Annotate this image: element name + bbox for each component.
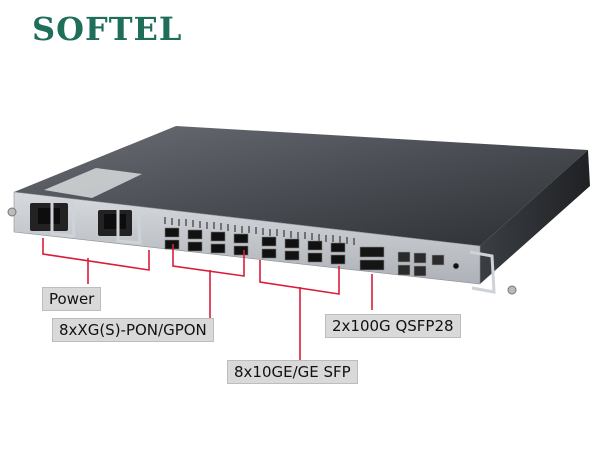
rack-handle-right — [469, 250, 496, 294]
sfp-ports — [164, 227, 346, 265]
pon-label: 8xXG(S)-PON/GPON — [52, 318, 214, 342]
vent-grille — [164, 217, 355, 245]
chassis-side — [480, 150, 590, 284]
power-module-1 — [30, 198, 76, 238]
rj45-ports — [397, 251, 460, 277]
qsfp-label: 2x100G QSFP28 — [325, 314, 461, 338]
sfp-label: 8x10GE/GE SFP — [227, 360, 358, 384]
callout-lines — [42, 238, 373, 360]
screw-left — [7, 207, 17, 217]
qsfp28-ports — [359, 246, 385, 271]
spec-label — [44, 168, 142, 198]
power-label: Power — [42, 287, 102, 311]
brand-logo: SOFTEL — [32, 10, 183, 48]
chassis-top — [14, 126, 588, 246]
screw-right — [507, 285, 517, 295]
power-module-2 — [98, 205, 142, 245]
